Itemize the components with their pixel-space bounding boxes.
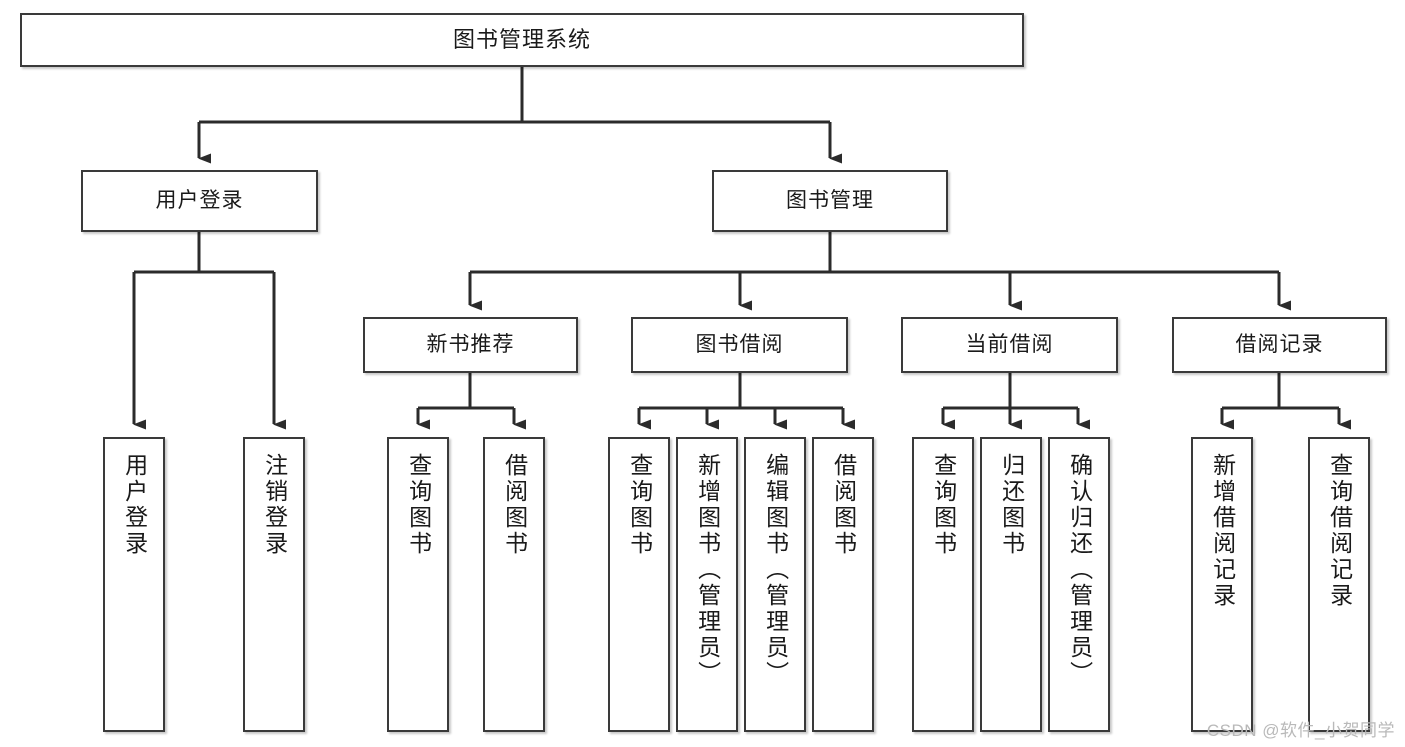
node-label: 新增借阅记录: [1209, 453, 1236, 609]
node-label: 用户登录: [121, 453, 148, 557]
node-root-book-management-system[interactable]: 图书管理系统: [20, 13, 1024, 67]
node-label: 查询图书: [930, 453, 957, 557]
leaf-new-book-borrow-books[interactable]: 借阅图书: [483, 437, 545, 732]
node-label: 当前借阅: [965, 332, 1054, 356]
node-label: 查询借阅记录: [1326, 453, 1353, 609]
leaf-borrow-record-query-record[interactable]: 查询借阅记录: [1308, 437, 1370, 732]
node-label: 注销登录: [261, 453, 288, 557]
leaf-user-login-login[interactable]: 用户登录: [103, 437, 165, 732]
node-label: 新书推荐: [426, 332, 515, 356]
node-label: 图书管理: [786, 188, 874, 212]
leaf-borrow-record-add-record[interactable]: 新增借阅记录: [1191, 437, 1253, 732]
node-book-management[interactable]: 图书管理: [712, 170, 948, 232]
node-label: 确认归还（管理员）: [1066, 453, 1093, 687]
node-label: 新增图书（管理员）: [694, 453, 721, 687]
leaf-book-borrow-add-book-admin[interactable]: 新增图书（管理员）: [676, 437, 738, 732]
leaf-current-borrow-query-books[interactable]: 查询图书: [912, 437, 974, 732]
leaf-book-borrow-edit-book-admin[interactable]: 编辑图书（管理员）: [744, 437, 806, 732]
node-book-borrowing[interactable]: 图书借阅: [631, 317, 848, 373]
node-label: 查询图书: [405, 453, 432, 557]
leaf-book-borrow-borrow-books[interactable]: 借阅图书: [812, 437, 874, 732]
node-label: 查询图书: [626, 453, 653, 557]
node-label: 用户登录: [155, 188, 244, 212]
node-label: 借阅图书: [830, 453, 857, 557]
watermark-csdn: CSDN @软件_小贺同学: [1206, 721, 1395, 740]
leaf-current-borrow-return-books[interactable]: 归还图书: [980, 437, 1042, 732]
node-label: 借阅图书: [501, 453, 528, 557]
node-borrow-records[interactable]: 借阅记录: [1172, 317, 1387, 373]
node-label: 归还图书: [998, 453, 1025, 557]
node-current-borrowing[interactable]: 当前借阅: [901, 317, 1118, 373]
leaf-user-login-logout[interactable]: 注销登录: [243, 437, 305, 732]
leaf-new-book-query-books[interactable]: 查询图书: [387, 437, 449, 732]
leaf-current-borrow-confirm-return-admin[interactable]: 确认归还（管理员）: [1048, 437, 1110, 732]
node-new-book-recommendation[interactable]: 新书推荐: [363, 317, 578, 373]
node-label: 图书管理系统: [452, 27, 591, 53]
node-user-login[interactable]: 用户登录: [81, 170, 318, 232]
node-label: 编辑图书（管理员）: [762, 453, 789, 687]
node-label: 图书借阅: [695, 332, 784, 356]
leaf-book-borrow-query-books[interactable]: 查询图书: [608, 437, 670, 732]
node-label: 借阅记录: [1235, 332, 1324, 356]
